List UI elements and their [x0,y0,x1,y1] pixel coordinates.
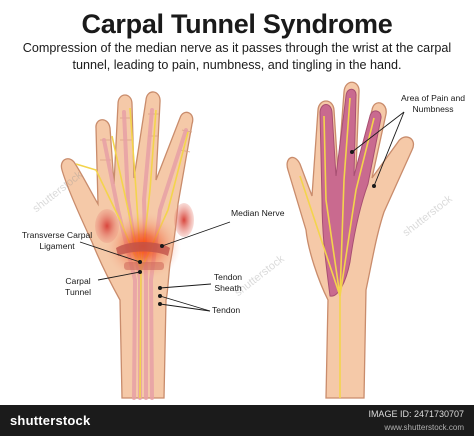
footer-bar: shutterstock IMAGE ID: 2471730707 www.sh… [0,405,474,436]
hypothenar-muscle [174,203,194,237]
label-carpal-tunnel: Carpal Tunnel [65,276,91,297]
label-tendon: Tendon [212,305,241,315]
footer-site: www.shutterstock.com [384,423,464,432]
leader-dots [138,150,376,306]
label-median-nerve: Median Nerve [231,208,285,218]
label-area-of-pain: Area of Pain and Numbness [400,93,466,114]
footer-image-id: IMAGE ID: 2471730707 [368,409,464,419]
label-transverse-carpal-ligament: Transverse Carpal Ligament [21,230,93,251]
page-subtitle: Compression of the median nerve as it pa… [22,41,452,72]
footer-brand: shutterstock [10,413,91,428]
carpal-tunnel-band [124,262,164,270]
leader-lines [79,111,405,312]
right-hand-nerves [299,97,375,398]
left-hand [60,91,194,400]
transverse-ligament-shape [116,242,170,256]
label-tendon-sheath: Tendon Sheath [213,272,243,293]
page-title: Carpal Tunnel Syndrome [81,9,393,39]
right-hand [286,81,415,399]
